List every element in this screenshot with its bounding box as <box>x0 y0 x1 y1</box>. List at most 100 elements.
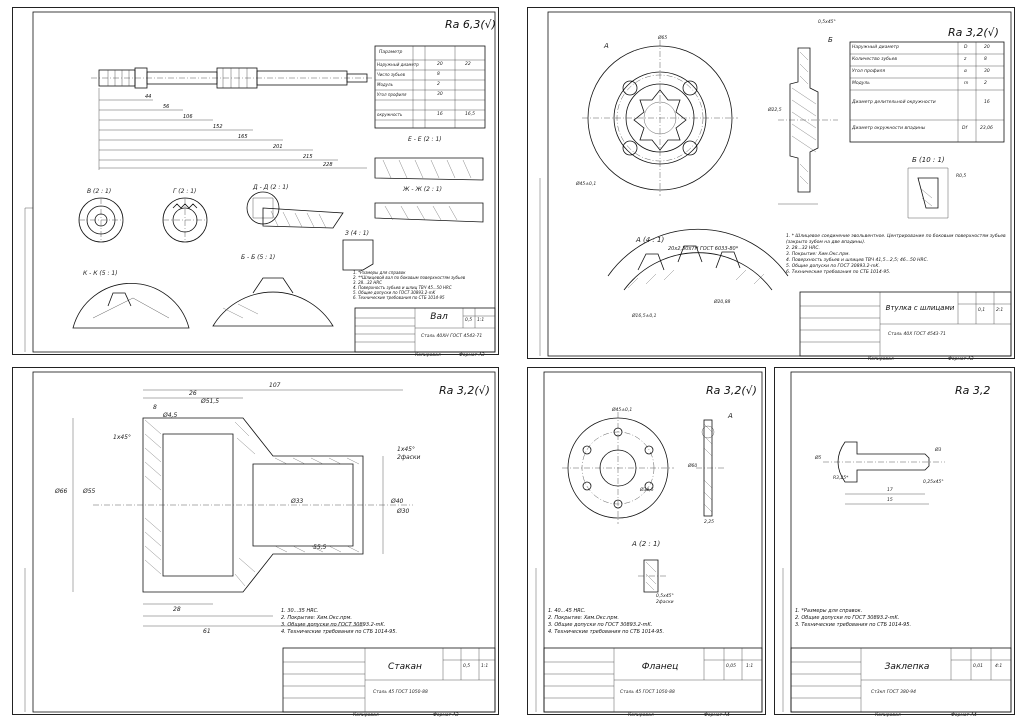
shaft-table-val2-4: 16,5 <box>465 112 476 117</box>
hub-detail-a <box>607 228 789 291</box>
shaft-view-label-v: В (2 : 1) <box>87 188 112 195</box>
shaft-table-val-2: 2 <box>437 82 440 87</box>
shaft-title-block <box>354 307 496 353</box>
plug-material: Ст3кп ГОСТ 380-94 <box>871 690 917 695</box>
shaft-view-label-e: Е - Е (2 : 1) <box>408 136 442 143</box>
flange-title-block <box>543 647 763 713</box>
svg-text:56: 56 <box>163 104 169 110</box>
hub-param-0: Наружный диаметр <box>852 45 899 50</box>
hub-param-5: Диаметр окружности впадины <box>852 126 926 131</box>
cup-dimension-lines <box>72 389 403 627</box>
flange-dim-d45: Ø45±0,1 <box>612 408 633 413</box>
hub-param-3: Модуль <box>852 81 870 86</box>
hub-param-val-3: 2 <box>984 81 987 86</box>
flange-front-view <box>562 412 674 524</box>
hub-side-section <box>778 47 838 205</box>
flange-notes: 1. 40...45 HRC. 2. Покрытие: Хим.Окс.прм… <box>548 608 665 635</box>
flange-roughness: Ra 3,2(√) <box>706 384 757 397</box>
svg-text:152: 152 <box>213 124 223 130</box>
hub-dim-d16: Ø16,5±0,1 <box>632 314 657 319</box>
cup-dim-d515: Ø51,5 <box>201 398 220 405</box>
cup-format: Формат А3 <box>433 713 459 718</box>
plug-dim-r: R3,25* <box>833 476 849 481</box>
hub-mass: 0,1 <box>978 308 986 313</box>
plug-format: Формат А4 <box>951 713 977 718</box>
hub-param-val-4: 16 <box>984 100 990 105</box>
cup-dim-chamfer-2: 1х45° <box>397 446 416 453</box>
svg-text:215: 215 <box>303 154 313 160</box>
svg-text:201: 201 <box>273 144 283 150</box>
plug-dim-15: 15 <box>887 498 893 503</box>
cup-dim-8: 8 <box>153 404 157 411</box>
cup-dim-chamfer: 1х45° <box>113 434 132 441</box>
shaft-material: Сталь 40ХН ГОСТ 4543-71 <box>421 334 483 339</box>
plug-roughness: Ra 3,2 <box>955 384 991 397</box>
cup-dim-28: 28 <box>173 606 181 613</box>
plug-copied: Копировал <box>875 713 901 718</box>
shaft-mass: 0,5 <box>465 318 473 323</box>
cup-title: Стакан <box>388 662 422 672</box>
hub-dim-d65: Ø65 <box>658 36 668 41</box>
hub-param-1: Количество зубьев <box>852 57 898 62</box>
shaft-view-label-z: З (4 : 1) <box>345 230 369 237</box>
shaft-section-views <box>72 157 484 329</box>
cup-material: Сталь 45 ГОСТ 1050-88 <box>373 690 428 695</box>
hub-dim-d20: Ø20,88 <box>714 300 731 305</box>
hub-param-val-1: 8 <box>984 57 987 62</box>
cup-drawing <box>24 371 496 713</box>
hub-param-sym-2: α <box>964 69 967 74</box>
cup-dim-26: 26 <box>189 390 197 397</box>
hub-view-a: А <box>604 42 609 50</box>
shaft-title: Вал <box>430 312 448 322</box>
shaft-profile <box>91 67 373 89</box>
shaft-dimension-lines: 44 56 106 152 165 201 215 228 <box>98 88 367 170</box>
hub-param-sym-1: z <box>964 57 967 62</box>
flange-mass: 0,05 <box>726 664 737 669</box>
svg-text:44: 44 <box>145 94 151 100</box>
plug-notes: 1. *Размеры для справок. 2. Общие допуск… <box>795 608 912 628</box>
shaft-param-table <box>374 45 486 129</box>
shaft-table-row-2: Модуль <box>377 82 393 87</box>
hub-spline-callout: 20х2,30х7Н ГОСТ 6033-80* <box>668 246 739 252</box>
hub-title-block <box>799 291 1012 357</box>
plug-title-block <box>790 647 1012 713</box>
shaft-copied: Копировал <box>415 353 441 358</box>
cup-section <box>93 417 413 593</box>
cup-dim-two-chamfers: 2фаски <box>397 454 421 461</box>
svg-text:106: 106 <box>183 114 193 120</box>
hub-title: Втулка с шлицами <box>885 304 955 312</box>
shaft-table-head: Параметр <box>379 50 403 55</box>
flange-drawing <box>535 371 763 713</box>
flange-dim-d60: Ø60 <box>688 464 698 469</box>
flange-format: Формат А4 <box>704 713 730 718</box>
hub-drawing <box>539 11 1012 357</box>
flange-side-view <box>696 419 724 517</box>
hub-detail-b <box>907 167 949 219</box>
shaft-scale: 1:1 <box>477 318 485 323</box>
plug-dim-17: 17 <box>887 488 893 493</box>
cup-scale: 1:1 <box>481 664 489 669</box>
cup-dim-d33: Ø33 <box>291 498 304 505</box>
svg-text:165: 165 <box>238 134 248 140</box>
shaft-table-val-1: 8 <box>437 72 440 77</box>
flange-scale: 1:1 <box>746 664 754 669</box>
shaft-table-val-3: 30 <box>437 92 443 97</box>
hub-notes: 1. * Шлицевое соединение эвольвентное. Ц… <box>786 234 1006 275</box>
plug-dim-chamfer: 0,25х45° <box>923 480 944 485</box>
hub-param-2: Угол профиля <box>852 69 886 74</box>
svg-text:228: 228 <box>323 162 333 168</box>
hub-dim-d45: Ø45±0,1 <box>576 182 597 187</box>
shaft-format: Формат А3 <box>459 353 485 358</box>
shaft-notes: 1. *Размеры для справок 2. **Шлицевой ва… <box>353 270 466 300</box>
hub-copied: Копировал <box>868 357 894 362</box>
hub-param-val-0: 20 <box>984 45 990 50</box>
shaft-table-row-0: Наружный диаметр <box>377 62 419 67</box>
flange-material: Сталь 45 ГОСТ 1050-88 <box>620 690 675 695</box>
cup-title-block <box>282 647 496 713</box>
sheet-hub: Ra 3,2(√) Втулка с шлицами Сталь 40Х ГОС… <box>527 7 1015 362</box>
cup-dim-555: 55,5 <box>313 544 327 551</box>
shaft-table-row-1: Число зубьев <box>377 72 405 77</box>
hub-dim-d22: Ø22,5 <box>768 108 782 113</box>
hub-param-sym-3: m <box>964 81 969 86</box>
cup-roughness: Ra 3,2(√) <box>439 384 490 397</box>
